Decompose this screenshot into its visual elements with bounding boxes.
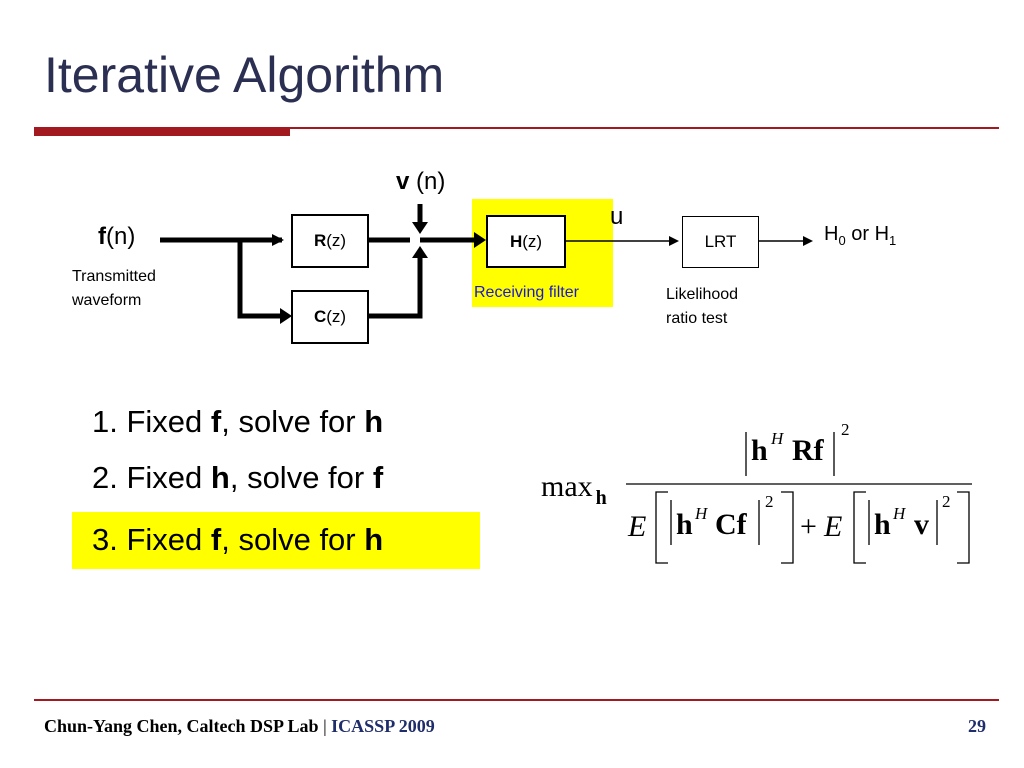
r-filter-block: R(z)	[291, 214, 369, 268]
receiving-filter-block: H(z)	[486, 215, 566, 268]
lrt-block: LRT	[682, 216, 759, 268]
den-power1: 2	[765, 492, 774, 511]
diagram-wires	[160, 204, 813, 324]
den-sup1: H	[695, 504, 708, 523]
footer-credit: Chun-Yang Chen, Caltech DSP Lab | ICASSP…	[44, 716, 435, 736]
footer-divider	[34, 699, 999, 701]
plus-sign: +	[800, 510, 817, 543]
den-v: v	[914, 508, 929, 541]
input-caption: Transmitted waveform	[72, 268, 156, 309]
u-label: u	[610, 203, 624, 230]
wire-input-to-c	[237, 240, 280, 319]
title-divider	[34, 127, 999, 129]
lrt-caption: Likelihood ratio test	[666, 286, 739, 327]
den-sup2: H	[893, 504, 906, 523]
numerator-h: h	[751, 434, 768, 467]
page-number: 29	[968, 716, 986, 736]
step-3: 3. Fixed f, solve for h	[92, 522, 384, 557]
den-h1: h	[676, 508, 693, 541]
c-filter-block: C(z)	[291, 290, 369, 344]
output-label: H0 or H1	[824, 223, 897, 248]
expectation-1: E	[628, 510, 647, 543]
step-3-highlight	[72, 512, 480, 569]
step-1: 1. Fixed f, solve for h	[92, 404, 384, 439]
wire-c-to-sum	[368, 258, 423, 319]
den-h2: h	[874, 508, 891, 541]
den-power2: 2	[942, 492, 951, 511]
numerator-power: 2	[841, 420, 850, 439]
input-signal-label: f(n)	[98, 223, 136, 250]
receiving-filter-caption: Receiving filter	[474, 284, 579, 301]
noise-label: v (n)	[396, 168, 446, 195]
step-2: 2. Fixed h, solve for f	[92, 460, 384, 495]
numerator-sup: H	[771, 429, 784, 448]
numerator-rf: Rf	[792, 434, 824, 467]
expectation-2: E	[824, 510, 843, 543]
footer-venue: ICASSP 2009	[331, 716, 435, 736]
title-divider-accent	[34, 128, 290, 136]
slide-title: Iterative Algorithm	[44, 47, 445, 103]
footer-author: Chun-Yang Chen, Caltech DSP Lab	[44, 716, 319, 736]
den-cf: Cf	[715, 508, 747, 541]
